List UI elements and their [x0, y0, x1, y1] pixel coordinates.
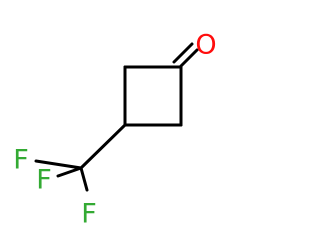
cf-bond-1: [34, 159, 83, 170]
cf-bond-2: [56, 166, 83, 178]
carbonyl-bond-line-2: [172, 42, 194, 64]
fluorine-atom-label-1: F: [13, 145, 29, 176]
carbonyl-double-bond: [172, 42, 199, 69]
ring-to-cf3-bond: [79, 123, 127, 170]
cyclobutane-ring: [123, 65, 183, 127]
structure-diagram: O F F F: [13, 30, 216, 230]
fluorine-atom-label-2: F: [36, 165, 52, 196]
oxygen-atom-label: O: [195, 30, 216, 61]
carbon-fluorine-bonds: [34, 159, 89, 192]
fluorine-atom-label-3: F: [81, 199, 97, 230]
cf-bond-3: [79, 166, 89, 192]
carbonyl-bond-line-1: [178, 48, 199, 69]
